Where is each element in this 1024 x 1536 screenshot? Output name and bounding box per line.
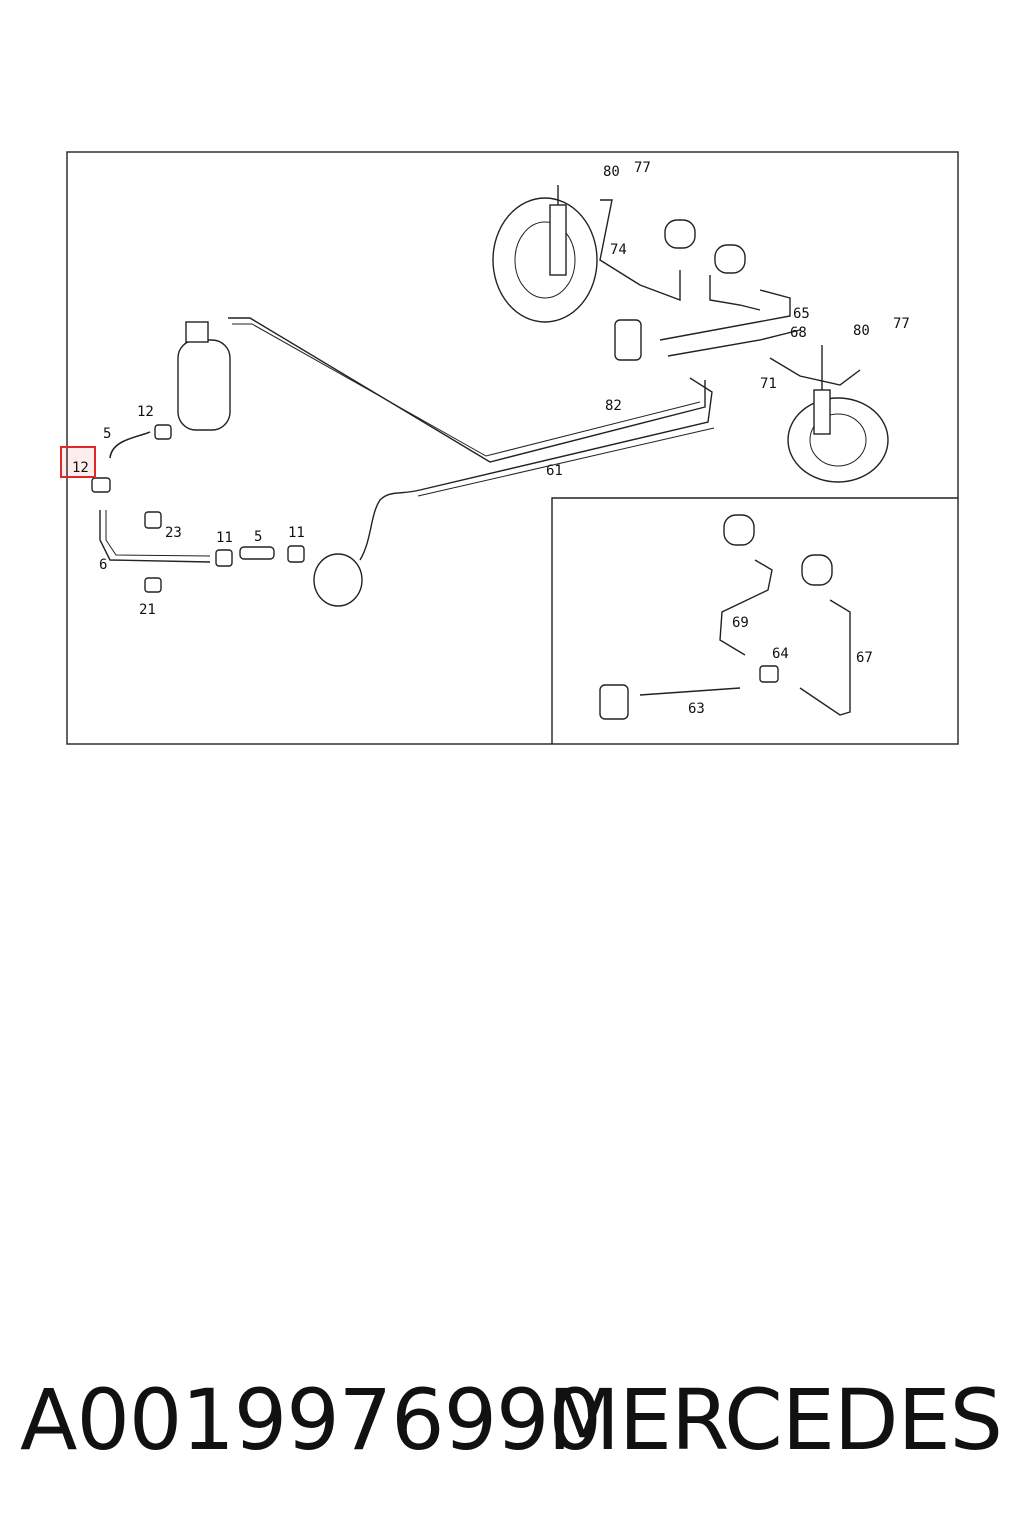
callout-82: 82 bbox=[605, 398, 622, 414]
callout-71: 71 bbox=[760, 376, 777, 392]
callout-67: 67 bbox=[856, 650, 873, 666]
footer: A0019976990 MERCEDES bbox=[0, 1370, 1024, 1480]
callout-5: 5 bbox=[103, 426, 111, 442]
callout-12: 12 bbox=[72, 460, 89, 476]
callout-6: 6 bbox=[99, 557, 107, 573]
callout-77: 77 bbox=[893, 316, 910, 332]
brake-lines bbox=[228, 199, 861, 561]
callout-80: 80 bbox=[853, 323, 870, 339]
highlighted-callout-box bbox=[60, 446, 96, 478]
inset-lines bbox=[599, 319, 851, 720]
hoses bbox=[91, 424, 363, 607]
callout-77: 77 bbox=[634, 160, 651, 176]
callout-80: 80 bbox=[603, 164, 620, 180]
callout-69: 69 bbox=[732, 615, 749, 631]
callout-61: 61 bbox=[546, 463, 563, 479]
callout-23: 23 bbox=[165, 525, 182, 541]
parts-diagram: 80 77 74 65 68 80 77 71 82 61 12 5 12 23 6 11 5 11 21 69 64 6… bbox=[60, 151, 959, 745]
reservoir-tank bbox=[177, 321, 231, 431]
callout-64: 64 bbox=[772, 646, 789, 662]
inset-frame bbox=[551, 497, 958, 744]
callout-12: 12 bbox=[137, 404, 154, 420]
callout-21: 21 bbox=[139, 602, 156, 618]
accumulators bbox=[664, 219, 833, 586]
callout-63: 63 bbox=[688, 701, 705, 717]
part-number: A0019976990 bbox=[20, 1371, 602, 1469]
callout-5: 5 bbox=[254, 529, 262, 545]
callout-11: 11 bbox=[216, 530, 233, 546]
callout-74: 74 bbox=[610, 242, 627, 258]
callout-68: 68 bbox=[790, 325, 807, 341]
callout-11: 11 bbox=[288, 525, 305, 541]
callout-labels: 80 77 74 65 68 80 77 71 82 61 12 5 12 23 6 11 5 11 21 69 64 6… bbox=[72, 160, 910, 717]
brand-name: MERCEDES bbox=[547, 1371, 1003, 1469]
callout-65: 65 bbox=[793, 306, 810, 322]
front-right-disc bbox=[787, 345, 889, 483]
front-left-disc bbox=[492, 185, 598, 323]
